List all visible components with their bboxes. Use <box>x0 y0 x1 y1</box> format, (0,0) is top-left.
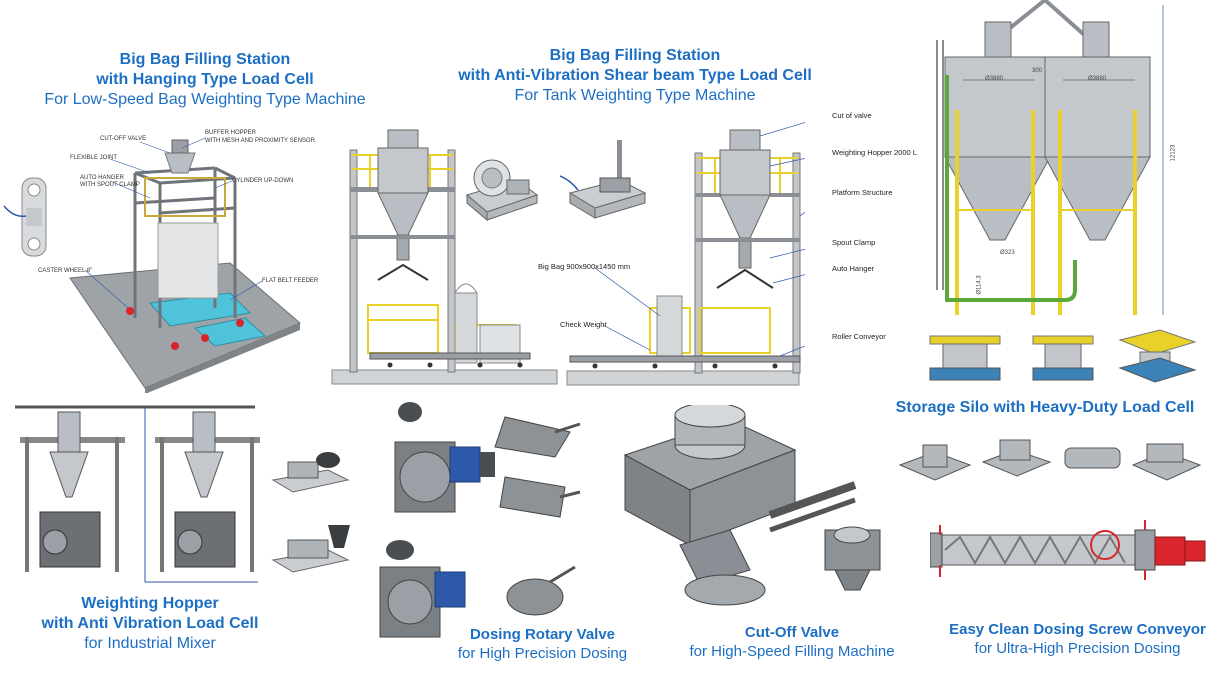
caption-screw-purpose: for Ultra-High Precision Dosing <box>974 639 1181 657</box>
caption-hanging-subtitle: with Hanging Type Load Cell <box>96 71 314 88</box>
label-spout-clamp-2: Spout Clamp <box>832 238 876 247</box>
hanging-station-figure <box>3 137 301 393</box>
shear-station-left-figure <box>331 129 558 385</box>
caption-hopper-title: Weighting Hopper <box>81 595 219 612</box>
caption-silo-title: Storage Silo with Heavy-Duty Load Cell <box>895 399 1195 416</box>
label-spout-clamp: WITH SPOUT CLAMP <box>80 182 140 188</box>
label-weighting-hopper: Weighting Hopper 2000 L <box>832 148 917 157</box>
label-buffer-hopper: BUFFER HOPPER <box>205 130 257 136</box>
dim-silo-1-diameter: Ø3880 <box>985 76 1004 82</box>
caption-storage-silo: Storage Silo with Heavy-Duty Load Cell <box>870 398 1220 418</box>
storage-silo-figure <box>936 0 1164 315</box>
load-cell-accessories <box>898 439 1202 481</box>
screw-conveyor-figure <box>930 520 1206 580</box>
caption-screw-title: Easy Clean Dosing Screw Conveyor <box>949 621 1206 638</box>
label-flat-belt: FLAT BELT FEEDER <box>262 278 319 284</box>
caption-shear-purpose: For Tank Weighting Type Machine <box>514 87 756 104</box>
caption-cut-off-valve: Cut-Off Valve for High-Speed Filling Mac… <box>672 624 912 662</box>
caption-cutoff-title: Cut-Off Valve <box>744 624 840 641</box>
shear-station-right-figure <box>566 122 805 386</box>
caption-rotary-purpose: for High Precision Dosing <box>457 644 628 662</box>
label-auto-hanger-2: Auto Hanger <box>832 264 875 273</box>
dim-silo-height: 12123 <box>1170 144 1177 162</box>
label-cylinder: CYLINDER UP-DOWN <box>232 178 294 184</box>
caption-hanging-title: Big Bag Filling Station <box>119 51 291 68</box>
dim-silo-gap: 300 <box>1032 68 1043 74</box>
label-cut-of-valve: Cut of valve <box>832 111 872 120</box>
heavy-duty-cells <box>929 329 1197 383</box>
caption-rotary-title: Dosing Rotary Valve <box>469 626 616 643</box>
caption-rotary-valve: Dosing Rotary Valve for High Precision D… <box>425 626 660 664</box>
cut-off-valve-figure <box>623 405 881 606</box>
label-caster-wheel: CASTER WHEEL 8" <box>38 268 93 274</box>
caption-cutoff-purpose: for High-Speed Filling Machine <box>689 642 895 660</box>
caption-hopper-purpose: for Industrial Mixer <box>84 635 216 652</box>
label-cut-off-valve: CUT-OFF VALVE <box>100 136 147 142</box>
label-roller-conveyor: Roller Conveyor <box>832 332 886 341</box>
dim-silo-2-diameter: Ø3880 <box>1088 76 1107 82</box>
shear-beam-cell-2 <box>560 140 647 219</box>
caption-hopper-subtitle: with Anti Vibration Load Cell <box>41 615 259 632</box>
caption-hanging-purpose: For Low-Speed Bag Weighting Type Machine <box>44 91 366 108</box>
caption-shear-subtitle: with Anti-Vibration Shear beam Type Load… <box>458 67 812 84</box>
shear-beam-cell-1 <box>465 159 539 222</box>
caption-shear-station: Big Bag Filling Station with Anti-Vibrat… <box>405 46 865 106</box>
anti-vibration-cells <box>271 452 350 573</box>
caption-shear-title: Big Bag Filling Station <box>549 47 721 64</box>
label-platform: Platform Structure <box>832 188 893 197</box>
caption-weighting-hopper: Weighting Hopper with Anti Vibration Loa… <box>10 594 290 654</box>
label-mesh-sensor: WITH MESH AND PROXIMITY SENSOR <box>205 138 315 144</box>
label-big-bag: Big Bag 900x900x1450 mm <box>538 262 631 271</box>
dim-silo-pipe: Ø114.3 <box>976 275 983 295</box>
dim-silo-outlet: Ø323 <box>1000 250 1015 256</box>
rotary-valve-figure <box>379 402 581 638</box>
weighting-hopper-figure <box>15 405 260 583</box>
label-flexible-joint: FLEXIBLE JOINT <box>70 155 118 161</box>
caption-hanging-station: Big Bag Filling Station with Hanging Typ… <box>10 50 400 110</box>
label-auto-hanger: AUTO HANGER <box>80 175 124 181</box>
label-check-weight: Check Weight <box>560 320 607 329</box>
caption-screw-conveyor: Easy Clean Dosing Screw Conveyor for Ult… <box>935 621 1220 659</box>
